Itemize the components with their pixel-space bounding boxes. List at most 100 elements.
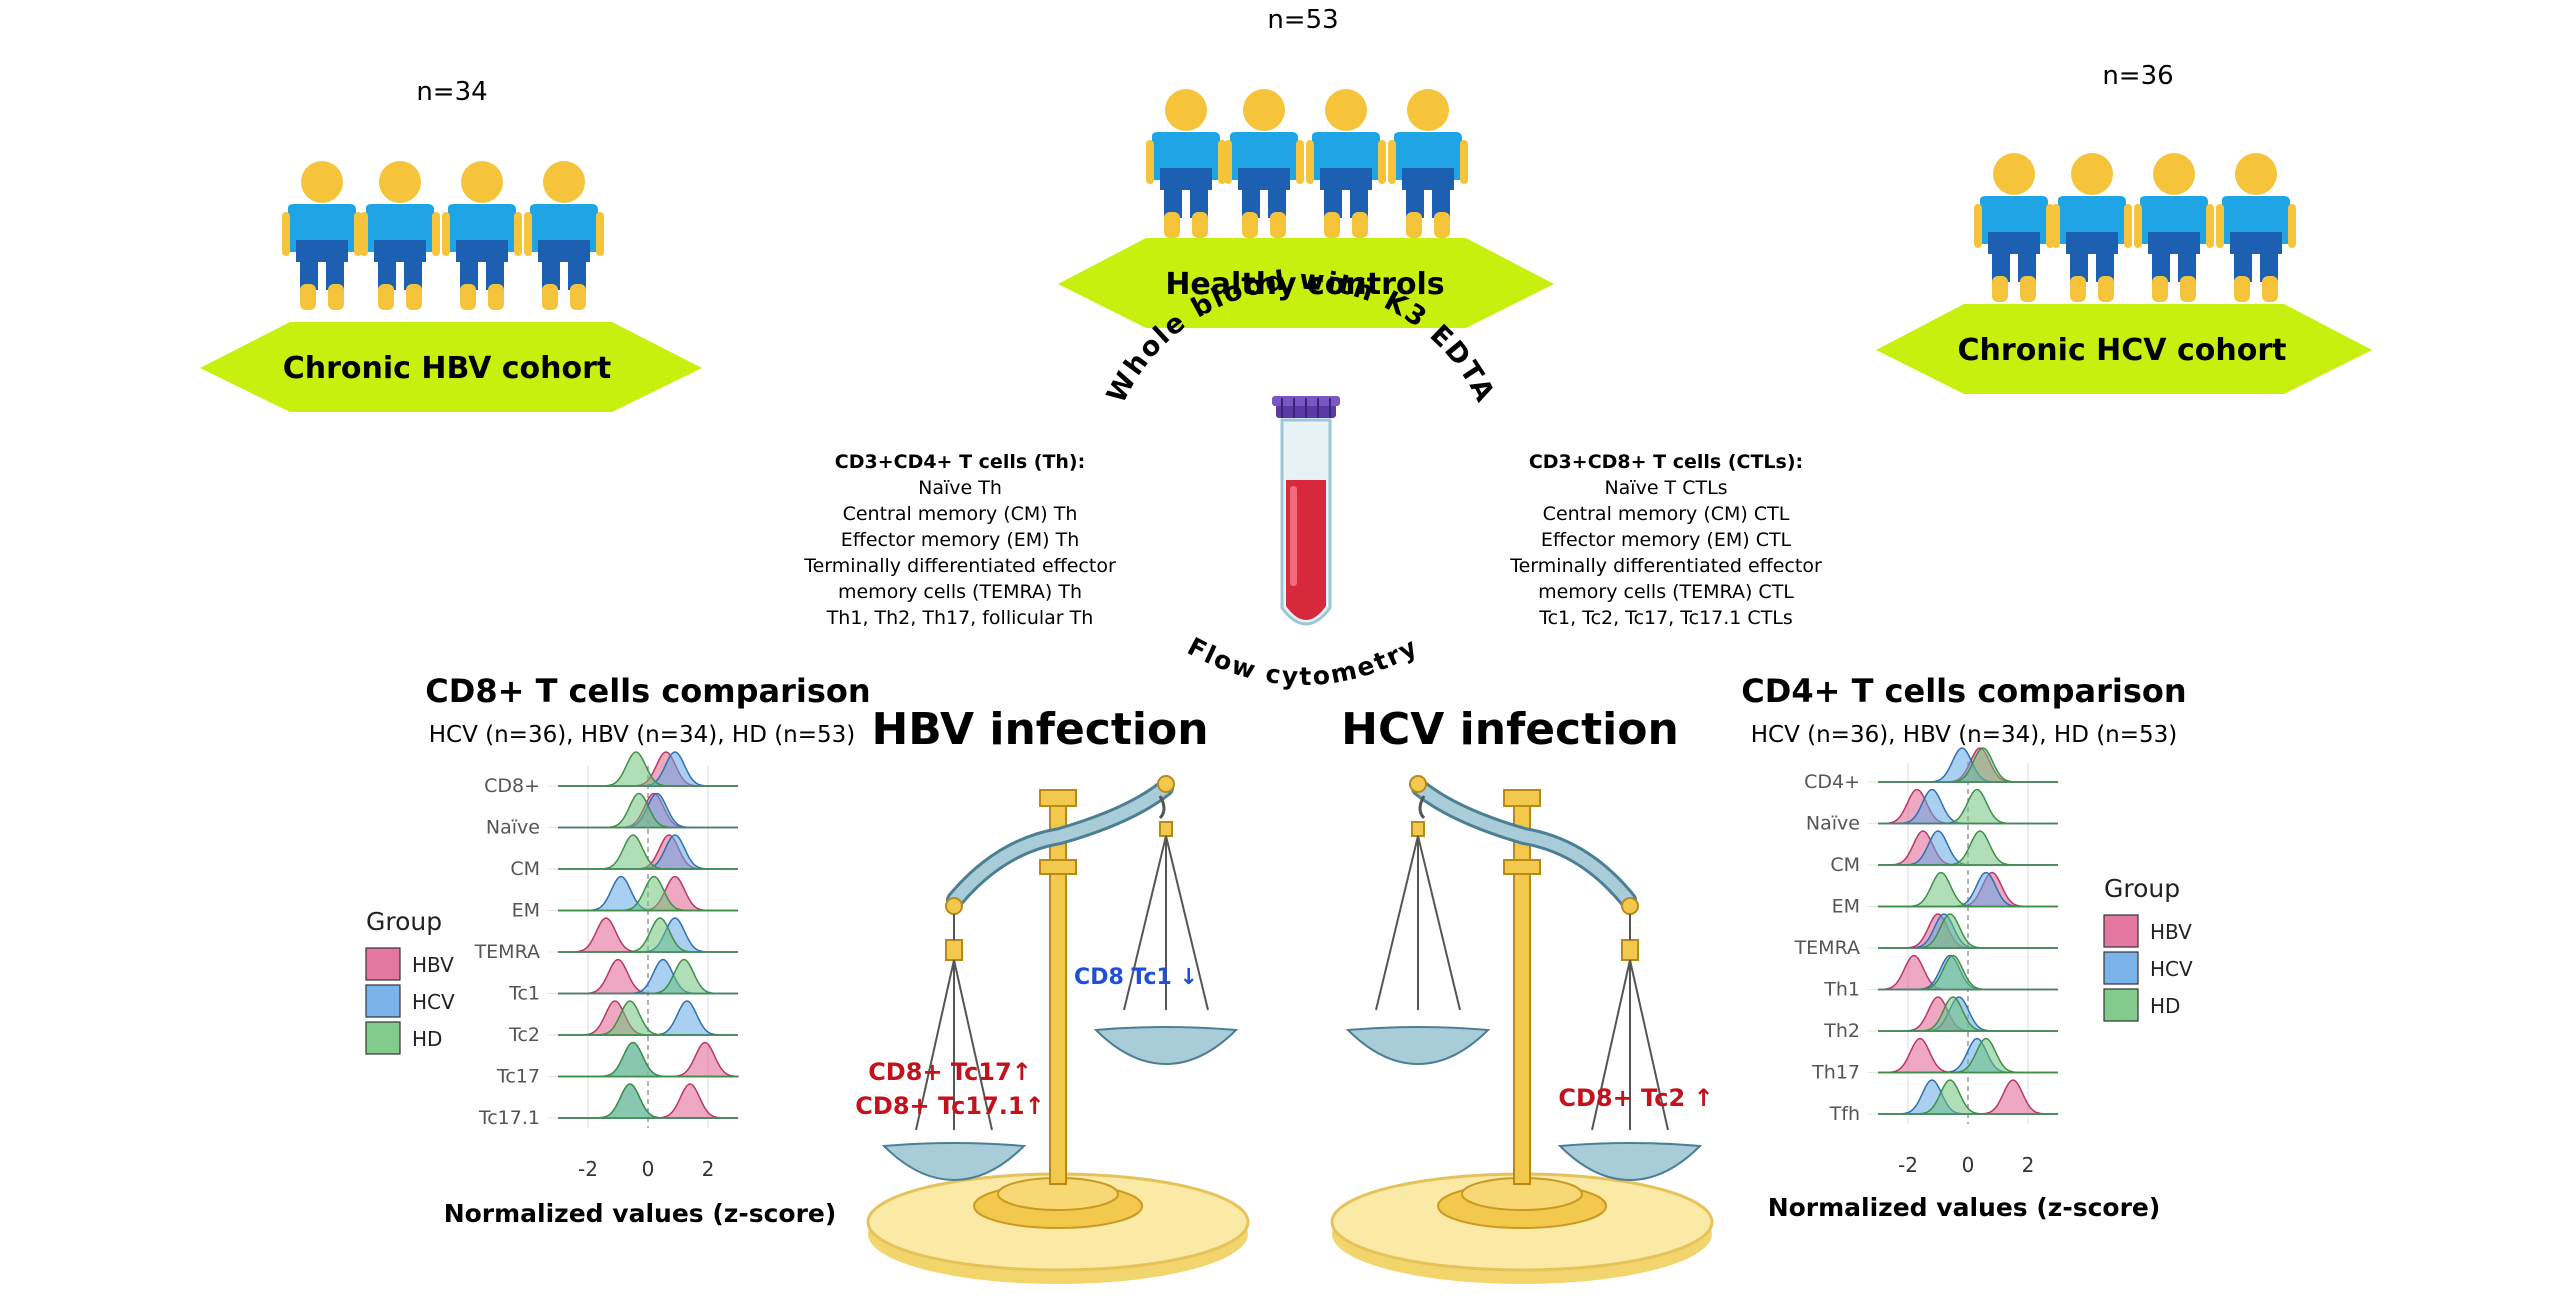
healthy-cohort-group: n=53 Healthy controls bbox=[1058, 5, 1554, 328]
hbv-cohort-group: n=34 Chronic HBV cohort bbox=[200, 77, 702, 412]
density-ridge-hd bbox=[558, 875, 738, 912]
th-panel-line: memory cells (TEMRA) Th bbox=[838, 581, 1082, 603]
category-label: Naïve bbox=[486, 817, 540, 839]
legend-label: HBV bbox=[2150, 920, 2192, 944]
hbv-infection-title: HBV infection bbox=[871, 704, 1208, 755]
healthy-cohort-label: Healthy controls bbox=[1165, 267, 1444, 302]
th-panel-line: Central memory (CM) Th bbox=[843, 503, 1078, 525]
density-ridge-hd bbox=[558, 834, 738, 870]
legend-label: HD bbox=[2150, 994, 2180, 1018]
legend-label: HBV bbox=[412, 953, 454, 977]
ctl-panel-line: Naïve T CTLs bbox=[1604, 477, 1727, 499]
density-ridge-hd bbox=[1878, 747, 2058, 783]
hbv-cohort-label: Chronic HBV cohort bbox=[283, 351, 612, 386]
density-ridge-hd bbox=[558, 1083, 738, 1119]
legend-label: HCV bbox=[2150, 957, 2193, 981]
density-ridge-hd bbox=[558, 958, 738, 995]
category-label: Th1 bbox=[1823, 979, 1860, 1001]
category-label: EM bbox=[1832, 896, 1860, 918]
category-label: CD8+ bbox=[484, 775, 540, 797]
hbv-scale-icon bbox=[866, 775, 1250, 1284]
category-label: Tc1 bbox=[508, 983, 540, 1005]
density-ridge-hd bbox=[1878, 954, 2058, 991]
hbv-cohort-count: n=34 bbox=[416, 77, 487, 107]
cd8-chart-subtitle: HCV (n=36), HBV (n=34), HD (n=53) bbox=[429, 722, 856, 748]
x-tick-label: 2 bbox=[702, 1157, 715, 1181]
hbv-up-label-2: CD8+ Tc17.1↑ bbox=[855, 1092, 1044, 1120]
legend-swatch-hbv bbox=[365, 947, 401, 981]
hcv-cohort-banner bbox=[1876, 304, 2372, 394]
hcv-infection-title: HCV infection bbox=[1341, 704, 1679, 755]
hcv-scale-icon bbox=[1330, 775, 1714, 1284]
th-panel-line: Naïve Th bbox=[918, 477, 1002, 499]
category-label: CM bbox=[1830, 854, 1860, 876]
method-caption: Flow cytometry bbox=[1183, 632, 1423, 692]
hcv-cohort-label: Chronic HCV cohort bbox=[1958, 333, 2287, 368]
legend-label: HCV bbox=[412, 990, 455, 1014]
category-label: CD4+ bbox=[1804, 771, 1860, 793]
density-ridge-hd bbox=[1878, 1079, 2058, 1115]
category-label: Naïve bbox=[1806, 813, 1860, 835]
cd4-chart-subtitle: HCV (n=36), HBV (n=34), HD (n=53) bbox=[1751, 722, 2178, 748]
ctl-panel-title: CD3+CD8+ T cells (CTLs): bbox=[1529, 451, 1803, 473]
density-ridge-hd bbox=[1878, 913, 2058, 949]
ctl-panel-line: Effector memory (EM) CTL bbox=[1541, 529, 1792, 551]
cd4-chart-xlabel: Normalized values (z-score) bbox=[1768, 1193, 2161, 1222]
hbv-down-label: CD8 Tc1 ↓ bbox=[1074, 965, 1198, 990]
cd8-chart-xlabel: Normalized values (z-score) bbox=[444, 1199, 837, 1228]
legend-title: Group bbox=[2104, 874, 2180, 903]
cd4-chart-title: CD4+ T cells comparison bbox=[1741, 672, 2186, 710]
category-label: Th17 bbox=[1811, 1062, 1860, 1084]
density-ridge-hd bbox=[558, 917, 738, 953]
cd8-ridgeline-chart: CD8+ T cells comparison HCV (n=36), HBV … bbox=[365, 672, 871, 1228]
legend-swatch-hd bbox=[365, 1021, 401, 1055]
category-label: Th2 bbox=[1823, 1020, 1860, 1042]
patient-icon bbox=[1974, 153, 2296, 302]
ctl-panel-line: Terminally differentiated effector bbox=[1509, 555, 1822, 577]
healthy-cohort-count: n=53 bbox=[1267, 5, 1338, 35]
patient-icon bbox=[282, 161, 604, 310]
x-tick-label: -2 bbox=[578, 1157, 598, 1181]
ctl-panel: CD3+CD8+ T cells (CTLs): Naïve T CTLs Ce… bbox=[1509, 451, 1822, 629]
legend-swatch-hcv bbox=[365, 984, 401, 1018]
density-ridge-hd bbox=[558, 1041, 738, 1078]
th-panel-title: CD3+CD4+ T cells (Th): bbox=[835, 451, 1085, 473]
hcv-cohort-group: n=36 Chronic HCV cohort bbox=[1876, 61, 2372, 394]
hbv-up-label-1: CD8+ Tc17↑ bbox=[868, 1058, 1032, 1086]
density-ridge-hd bbox=[1878, 830, 2058, 866]
th-panel: CD3+CD4+ T cells (Th): Naïve Th Central … bbox=[803, 451, 1116, 629]
cd8-chart-title: CD8+ T cells comparison bbox=[425, 672, 870, 710]
th-panel-line: Th1, Th2, Th17, follicular Th bbox=[826, 607, 1094, 629]
legend-label: HD bbox=[412, 1027, 442, 1051]
density-ridge-hd bbox=[1878, 1037, 2058, 1074]
density-ridge-hd bbox=[1878, 996, 2058, 1032]
legend-swatch-hd bbox=[2103, 988, 2139, 1022]
category-label: Tfh bbox=[1829, 1103, 1860, 1125]
ctl-panel-line: memory cells (TEMRA) CTL bbox=[1538, 581, 1794, 603]
category-label: EM bbox=[512, 900, 540, 922]
cd4-ridgeline-chart: CD4+ T cells comparison HCV (n=36), HBV … bbox=[1741, 672, 2193, 1222]
density-ridge-hd bbox=[558, 751, 738, 787]
legend-swatch-hcv bbox=[2103, 951, 2139, 985]
x-tick-label: 0 bbox=[642, 1157, 655, 1181]
category-label: Tc2 bbox=[508, 1024, 540, 1046]
hcv-cohort-count: n=36 bbox=[2102, 61, 2173, 91]
hcv-up-label: CD8+ Tc2 ↑ bbox=[1558, 1084, 1713, 1112]
th-panel-line: Effector memory (EM) Th bbox=[841, 529, 1080, 551]
category-label: TEMRA bbox=[1794, 937, 1860, 959]
category-label: CM bbox=[510, 858, 540, 880]
th-panel-line: Terminally differentiated effector bbox=[803, 555, 1116, 577]
blood-tube-icon bbox=[1272, 396, 1340, 626]
density-ridge-hd bbox=[1878, 788, 2058, 825]
category-label: Tc17.1 bbox=[478, 1107, 540, 1129]
person-icon bbox=[1146, 89, 1468, 238]
x-tick-label: 0 bbox=[1962, 1153, 1975, 1177]
x-tick-label: 2 bbox=[2022, 1153, 2035, 1177]
category-label: TEMRA bbox=[474, 941, 540, 963]
ctl-panel-line: Tc1, Tc2, Tc17, Tc17.1 CTLs bbox=[1538, 607, 1793, 629]
hbv-cohort-banner bbox=[200, 322, 702, 412]
healthy-cohort-banner bbox=[1058, 238, 1554, 328]
ctl-panel-line: Central memory (CM) CTL bbox=[1543, 503, 1790, 525]
category-label: Tc17 bbox=[496, 1066, 540, 1088]
